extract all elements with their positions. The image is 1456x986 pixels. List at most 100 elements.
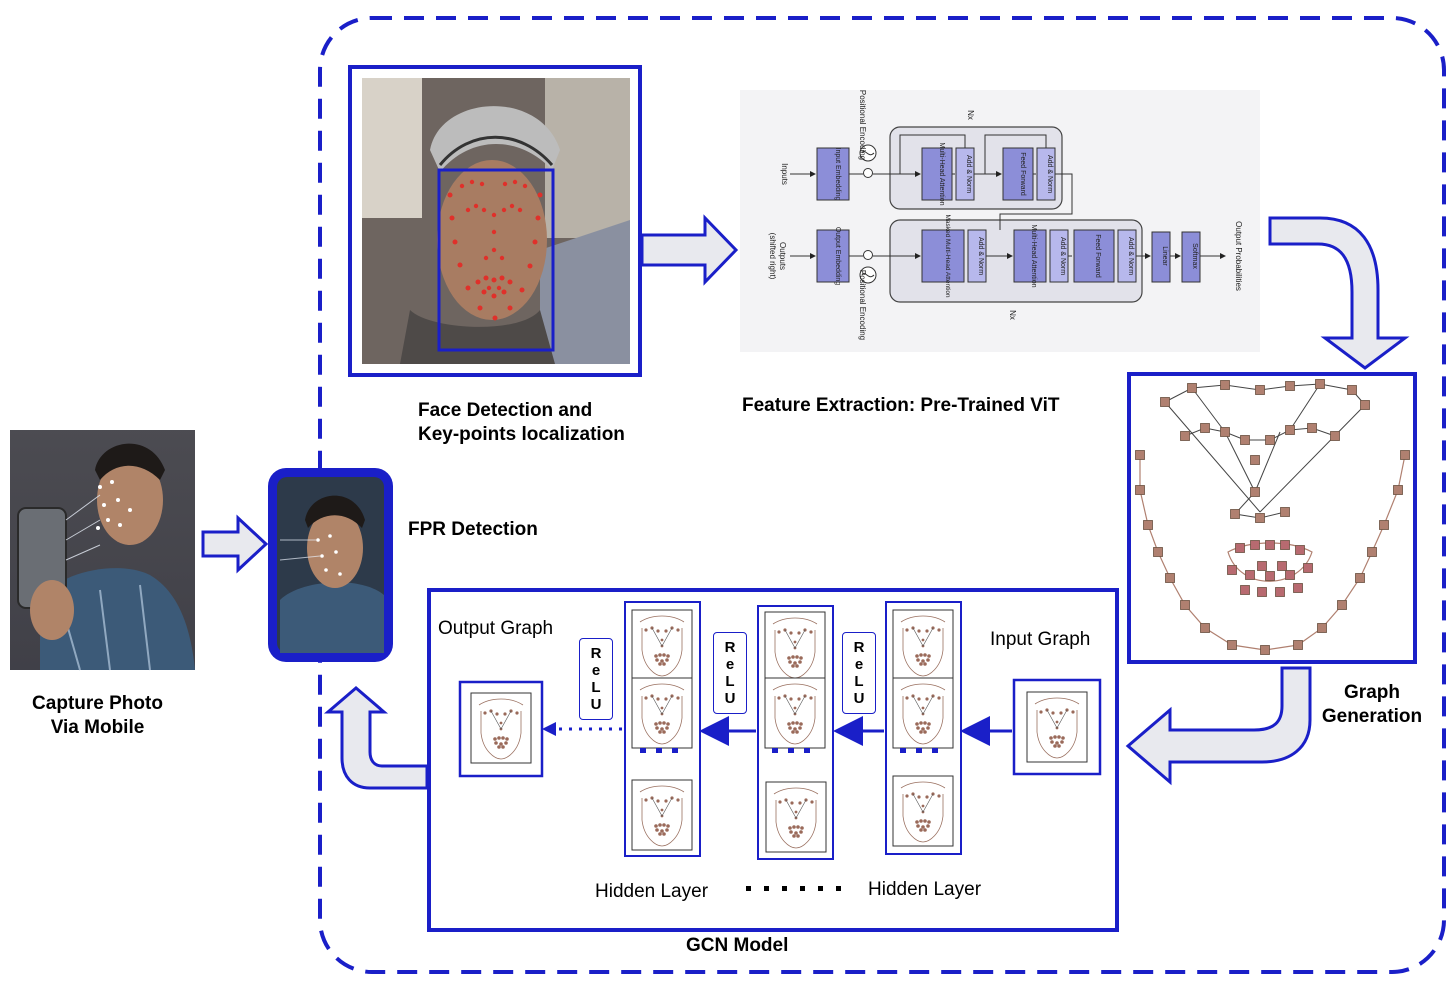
- relu-letter: U: [853, 690, 865, 707]
- output-graph-label: Output Graph: [438, 618, 554, 639]
- graph-node: [1187, 383, 1197, 393]
- graph-node: [1240, 585, 1250, 595]
- graph-node: [1165, 573, 1175, 583]
- graph-node: [1153, 547, 1163, 557]
- vit-feed-forward-enc: Feed Forward: [1019, 152, 1026, 196]
- vit-feed-forward-dec: Feed Forward: [1094, 234, 1101, 278]
- vit-input-embedding: Input Embedding: [834, 148, 841, 201]
- graph-node: [1227, 640, 1237, 650]
- vit-pos-enc-bottom: Positional Encoding: [858, 270, 867, 340]
- graph-node: [1135, 450, 1145, 460]
- relu-letter: e: [591, 662, 601, 679]
- graph-node: [1200, 623, 1210, 633]
- feature-extraction-label: Feature Extraction: Pre-Trained ViT: [742, 395, 1060, 416]
- vit-nx-top: Nx: [966, 110, 975, 120]
- arrow-gcn-to-fpr: [323, 686, 429, 790]
- graph-node: [1367, 547, 1377, 557]
- graph-node: [1295, 545, 1305, 555]
- graph-generation-panel: [1127, 372, 1417, 664]
- capture-label-line2: Via Mobile: [50, 717, 145, 738]
- relu-letter: R: [724, 639, 736, 656]
- graph-node: [1255, 513, 1265, 523]
- relu-letter: e: [854, 656, 864, 673]
- graph-node: [1330, 431, 1340, 441]
- graph-node: [1180, 431, 1190, 441]
- graph-node: [1315, 379, 1325, 389]
- graph-node: [1285, 381, 1295, 391]
- vit-add-norm-2: Add & Norm: [1046, 155, 1053, 193]
- graph-node: [1265, 571, 1275, 581]
- graph-node: [1379, 520, 1389, 530]
- hidden-layer-left-label: Hidden Layer: [595, 881, 709, 902]
- vit-softmax: Softmax: [1191, 243, 1198, 269]
- graph-node: [1285, 425, 1295, 435]
- vit-add-norm-3: Add & Norm: [977, 237, 984, 275]
- face-detection-line1: Face Detection and: [418, 400, 593, 421]
- graph-node: [1275, 587, 1285, 597]
- vit-add-norm-5: Add & Norm: [1127, 237, 1134, 275]
- vit-outputs-sub-label: (shifted right): [768, 233, 777, 280]
- graph-node: [1303, 563, 1313, 573]
- vit-multi-head-dec: Multi-Head Attention: [1030, 224, 1037, 287]
- face-detection-label: Face Detection and Key-points localizati…: [418, 399, 625, 447]
- relu-letter: U: [724, 690, 736, 707]
- relu-letter: U: [590, 696, 602, 713]
- graph-node: [1220, 427, 1230, 437]
- graph-node: [1250, 540, 1260, 550]
- graph-node: [1250, 487, 1260, 497]
- graph-node: [1307, 423, 1317, 433]
- graph-node: [1200, 423, 1210, 433]
- face-detection-line2: Key-points localization: [418, 424, 625, 445]
- vit-add-norm-1: Add & Norm: [965, 155, 972, 193]
- graph-node: [1257, 561, 1267, 571]
- arrow-capture-to-fpr: [201, 514, 269, 574]
- vit-masked-multi-head: Masked Multi-Head Attention: [944, 214, 951, 297]
- fpr-detection-label: FPR Detection: [408, 519, 538, 540]
- encoder-stack: [889, 126, 1063, 210]
- graph-node: [1257, 587, 1267, 597]
- graph-node: [1135, 485, 1145, 495]
- vit-multi-head-enc: Multi-Head Attention: [938, 142, 945, 205]
- vit-output-probabilities: Output Probabilities: [1234, 221, 1243, 291]
- vit-add-norm-4: Add & Norm: [1059, 237, 1066, 275]
- face-detection-panel: [348, 65, 642, 377]
- relu-box-right: R e L U: [842, 632, 876, 714]
- gcn-panel: [427, 588, 1119, 932]
- arrow-vit-to-graph: [1268, 216, 1410, 370]
- vit-linear: Linear: [1161, 246, 1168, 266]
- graph-node: [1240, 435, 1250, 445]
- vit-pos-enc-top: Positional Encoding: [858, 90, 867, 160]
- vit-output-embedding: Output Embedding: [834, 227, 841, 285]
- capture-photo: [10, 430, 195, 671]
- graph-node: [1265, 435, 1275, 445]
- graph-node: [1293, 583, 1303, 593]
- relu-box-middle: R e L U: [713, 632, 747, 714]
- graph-node: [1317, 623, 1327, 633]
- graph-node: [1337, 600, 1347, 610]
- graph-node: [1280, 540, 1290, 550]
- relu-letter: L: [854, 673, 864, 690]
- graph-node: [1280, 507, 1290, 517]
- relu-letter: e: [725, 656, 735, 673]
- relu-letter: R: [853, 639, 865, 656]
- fpr-phone: [268, 468, 393, 662]
- graph-node: [1255, 385, 1265, 395]
- graph-node: [1277, 561, 1287, 571]
- relu-letter: L: [725, 673, 735, 690]
- graph-node: [1160, 397, 1170, 407]
- graph-generation-label: Graph Generation: [1312, 681, 1432, 729]
- relu-letter: L: [591, 679, 601, 696]
- vit-transformer-diagram: Inputs Outputs (shifted right) Input Emb…: [740, 90, 1260, 352]
- graph-node: [1143, 520, 1153, 530]
- arrow-face-to-vit: [640, 214, 739, 286]
- graph-node: [1260, 645, 1270, 655]
- graph-node: [1245, 570, 1255, 580]
- vit-nx-bottom: Nx: [1008, 310, 1017, 320]
- input-graph-label: Input Graph: [990, 629, 1091, 650]
- graph-node: [1347, 385, 1357, 395]
- graph-node: [1180, 600, 1190, 610]
- graph-node: [1265, 540, 1275, 550]
- graph-node: [1230, 509, 1240, 519]
- graph-node: [1393, 485, 1403, 495]
